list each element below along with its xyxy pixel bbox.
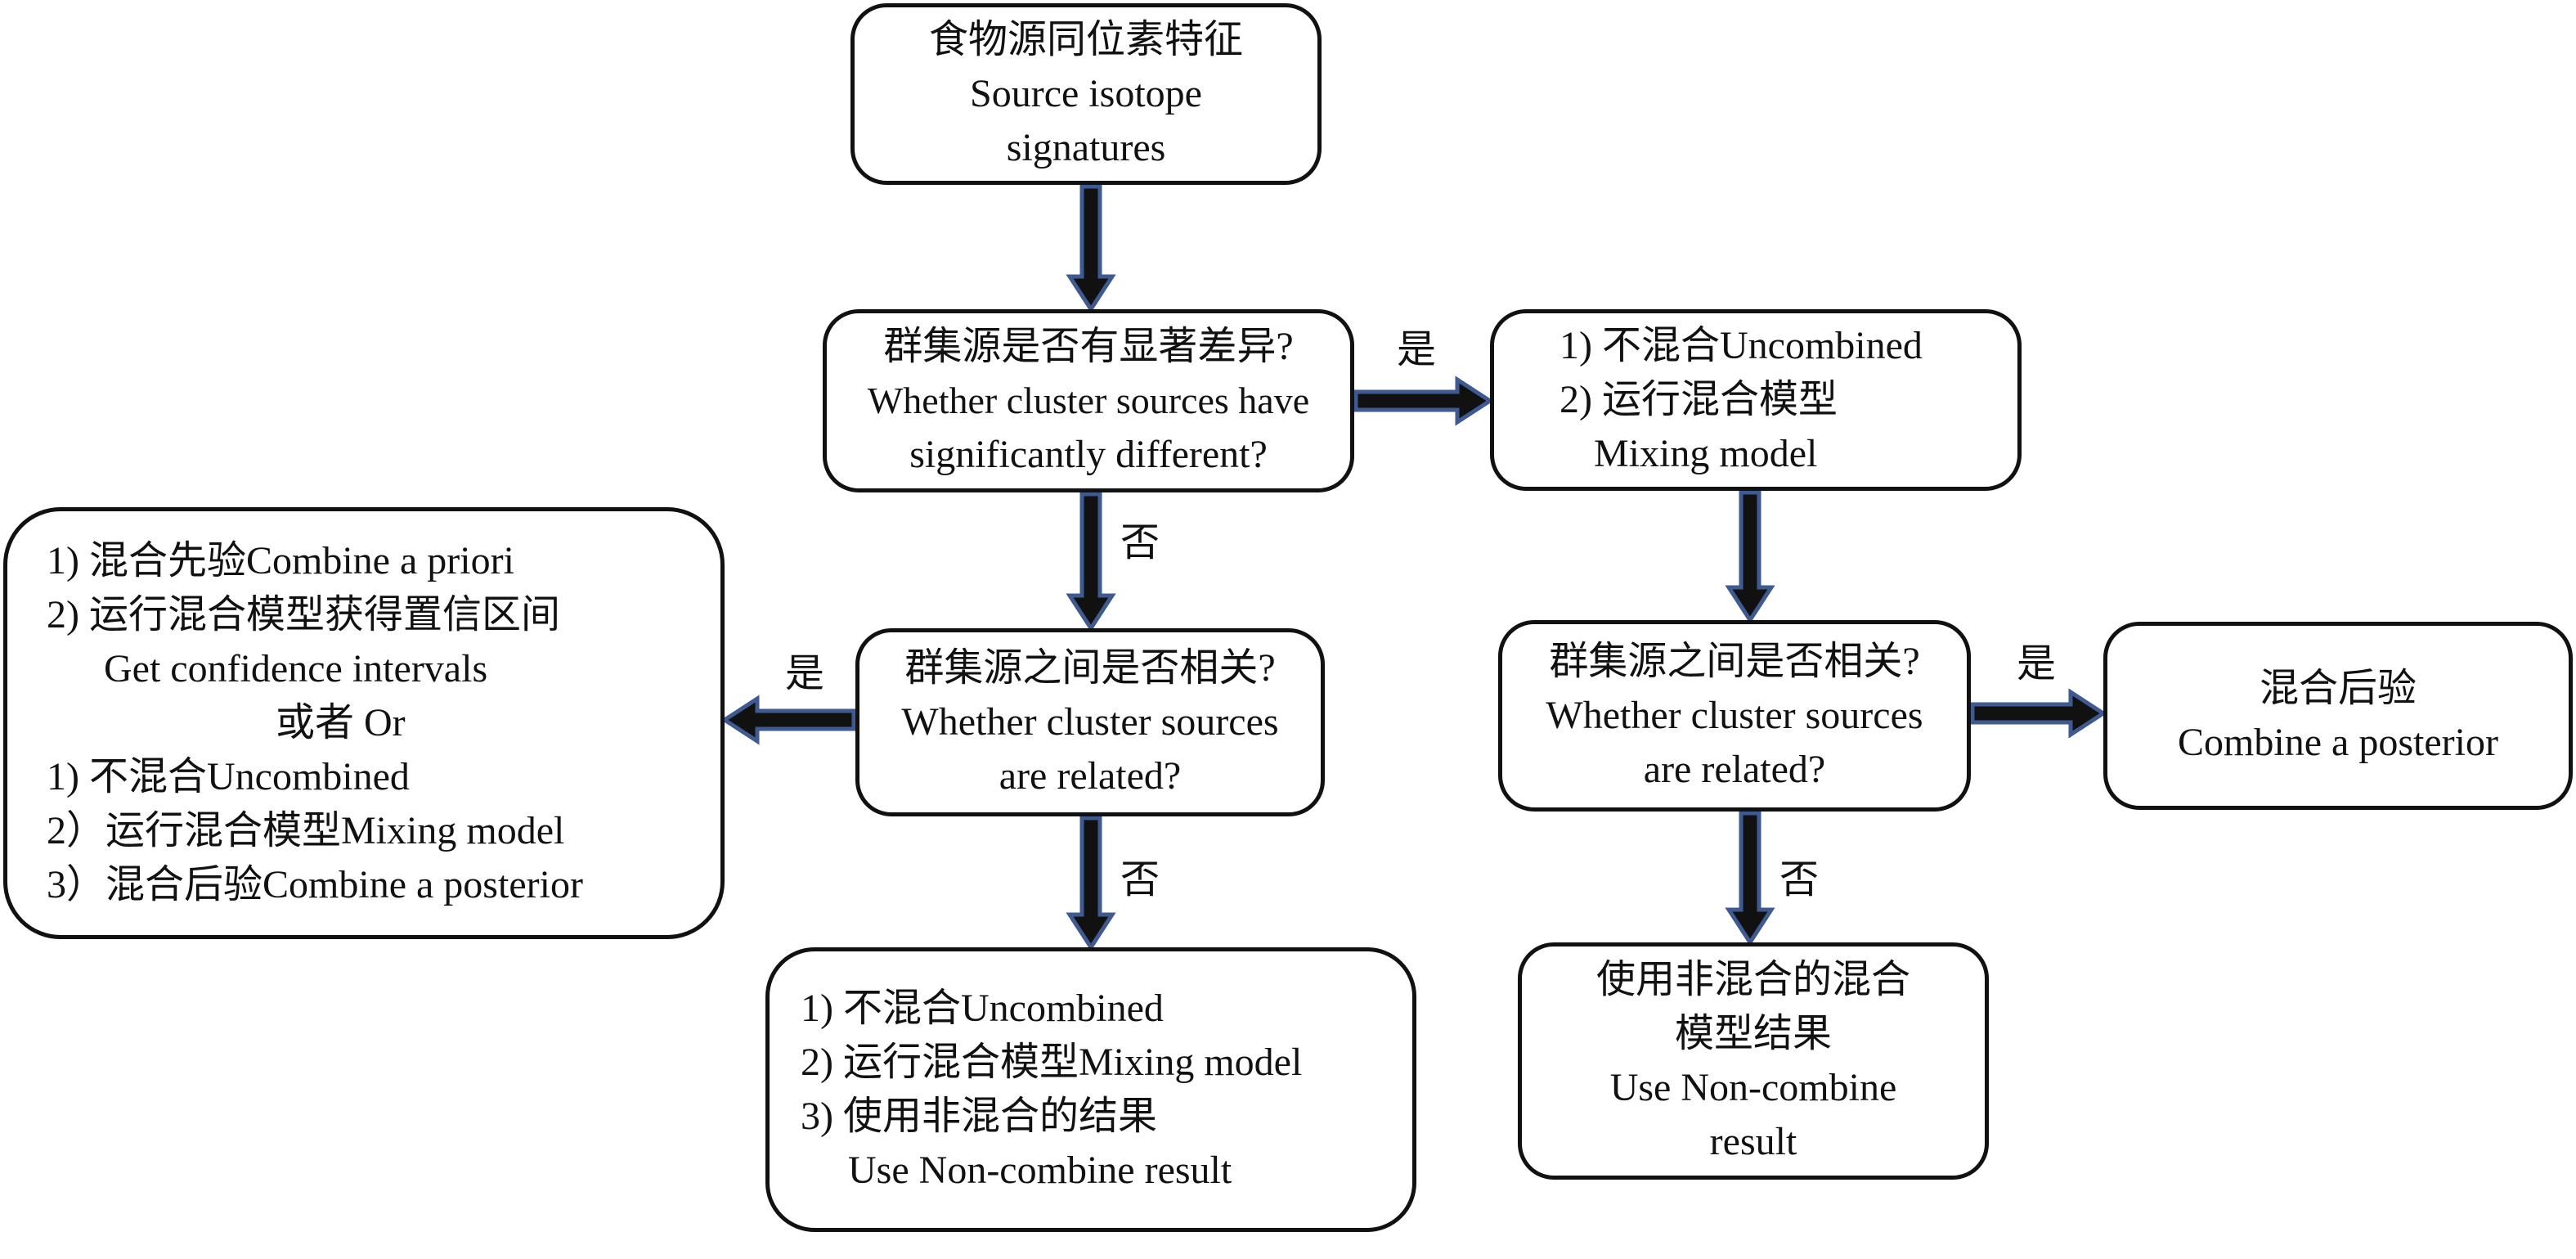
node-text: 1) 不混合Uncombined (47, 755, 410, 798)
edge-label-yes-related-left: 是 (785, 652, 825, 695)
node-text: 1) 不混合Uncombined (801, 987, 1164, 1030)
node-text: 2) 运行混合模型Mixing model (801, 1041, 1303, 1084)
node-decision-significant-difference: 群集源是否有显著差异? Whether cluster sources have… (823, 309, 1354, 492)
node-combine-a-posterior: 混合后验 Combine a posterior (2103, 622, 2573, 810)
node-decision-related-right: 群集源之间是否相关? Whether cluster sources are r… (1498, 620, 1971, 812)
node-text: Get confidence intervals (104, 647, 488, 690)
edge-label-no-related-left: 否 (1120, 858, 1160, 902)
edge-label-no-related-right: 否 (1779, 858, 1820, 902)
node-text: Whether cluster sources (1546, 694, 1923, 737)
node-text: 3) 使用非混合的结果 (801, 1095, 1157, 1138)
arrow-related-left-to-a-priori (720, 695, 856, 745)
node-text: 食物源同位素特征 (928, 18, 1243, 61)
node-text: 2）运行混合模型Mixing model (47, 809, 565, 852)
edge-label-yes-related-right: 是 (2017, 642, 2057, 686)
node-text: 群集源之间是否相关? (1549, 640, 1920, 683)
node-text: are related? (1643, 748, 1826, 791)
node-text: 群集源是否有显著差异? (883, 325, 1294, 368)
node-combine-a-priori-options: 1) 混合先验Combine a priori 2) 运行混合模型获得置信区间 … (3, 507, 725, 939)
node-text: Whether cluster sources have (867, 380, 1310, 421)
node-text: 模型结果 (1674, 1012, 1832, 1055)
edge-label-yes-diff: 是 (1397, 328, 1437, 371)
node-text: significantly different? (909, 433, 1268, 476)
node-text: 2) 运行混合模型 (1560, 378, 1838, 421)
node-text: 1) 不混合Uncombined (1560, 324, 1923, 367)
arrow-related-right-to-result (1725, 811, 1775, 946)
node-uncombined-mixing-model: 1) 不混合Uncombined 2) 运行混合模型 Mixing model (1490, 309, 2022, 491)
node-text: 3）混合后验Combine a posterior (47, 863, 583, 906)
node-text: Use Non-combine result (848, 1149, 1232, 1192)
node-text: 或者 Or (276, 701, 406, 744)
node-text: Source isotope (970, 72, 1202, 115)
arrow-source-to-decision (1066, 184, 1116, 313)
node-source-isotope-signatures: 食物源同位素特征 Source isotope signatures (850, 3, 1322, 185)
node-text: 1) 混合先验Combine a priori (47, 539, 514, 582)
node-text: Use Non-combine (1609, 1066, 1897, 1109)
node-text: 群集源之间是否相关? (904, 646, 1276, 690)
node-text: 使用非混合的混合 (1595, 958, 1910, 1001)
arrow-uncombined-to-related-right (1725, 490, 1775, 624)
node-text: are related? (999, 754, 1182, 798)
node-text: Combine a posterior (2178, 721, 2498, 764)
node-noncombine-result-right: 使用非混合的混合 模型结果 Use Non-combine result (1518, 942, 1989, 1180)
arrow-related-left-to-result (1066, 816, 1116, 951)
node-text: signatures (1006, 126, 1166, 169)
node-text: Whether cluster sources (901, 700, 1279, 744)
node-text: Mixing model (1594, 432, 1818, 475)
arrow-decision-to-uncombined (1353, 375, 1494, 426)
arrow-related-right-to-a-posterior (1970, 688, 2107, 739)
node-text: 混合后验 (2259, 667, 2417, 710)
node-text: 2) 运行混合模型获得置信区间 (47, 593, 560, 636)
edge-label-no-diff: 否 (1120, 521, 1160, 564)
arrow-decision-to-related-left (1066, 492, 1116, 632)
node-noncombine-result-center: 1) 不混合Uncombined 2) 运行混合模型Mixing model 3… (765, 947, 1416, 1232)
node-text: result (1709, 1120, 1797, 1163)
node-decision-related-left: 群集源之间是否相关? Whether cluster sources are r… (855, 628, 1325, 816)
